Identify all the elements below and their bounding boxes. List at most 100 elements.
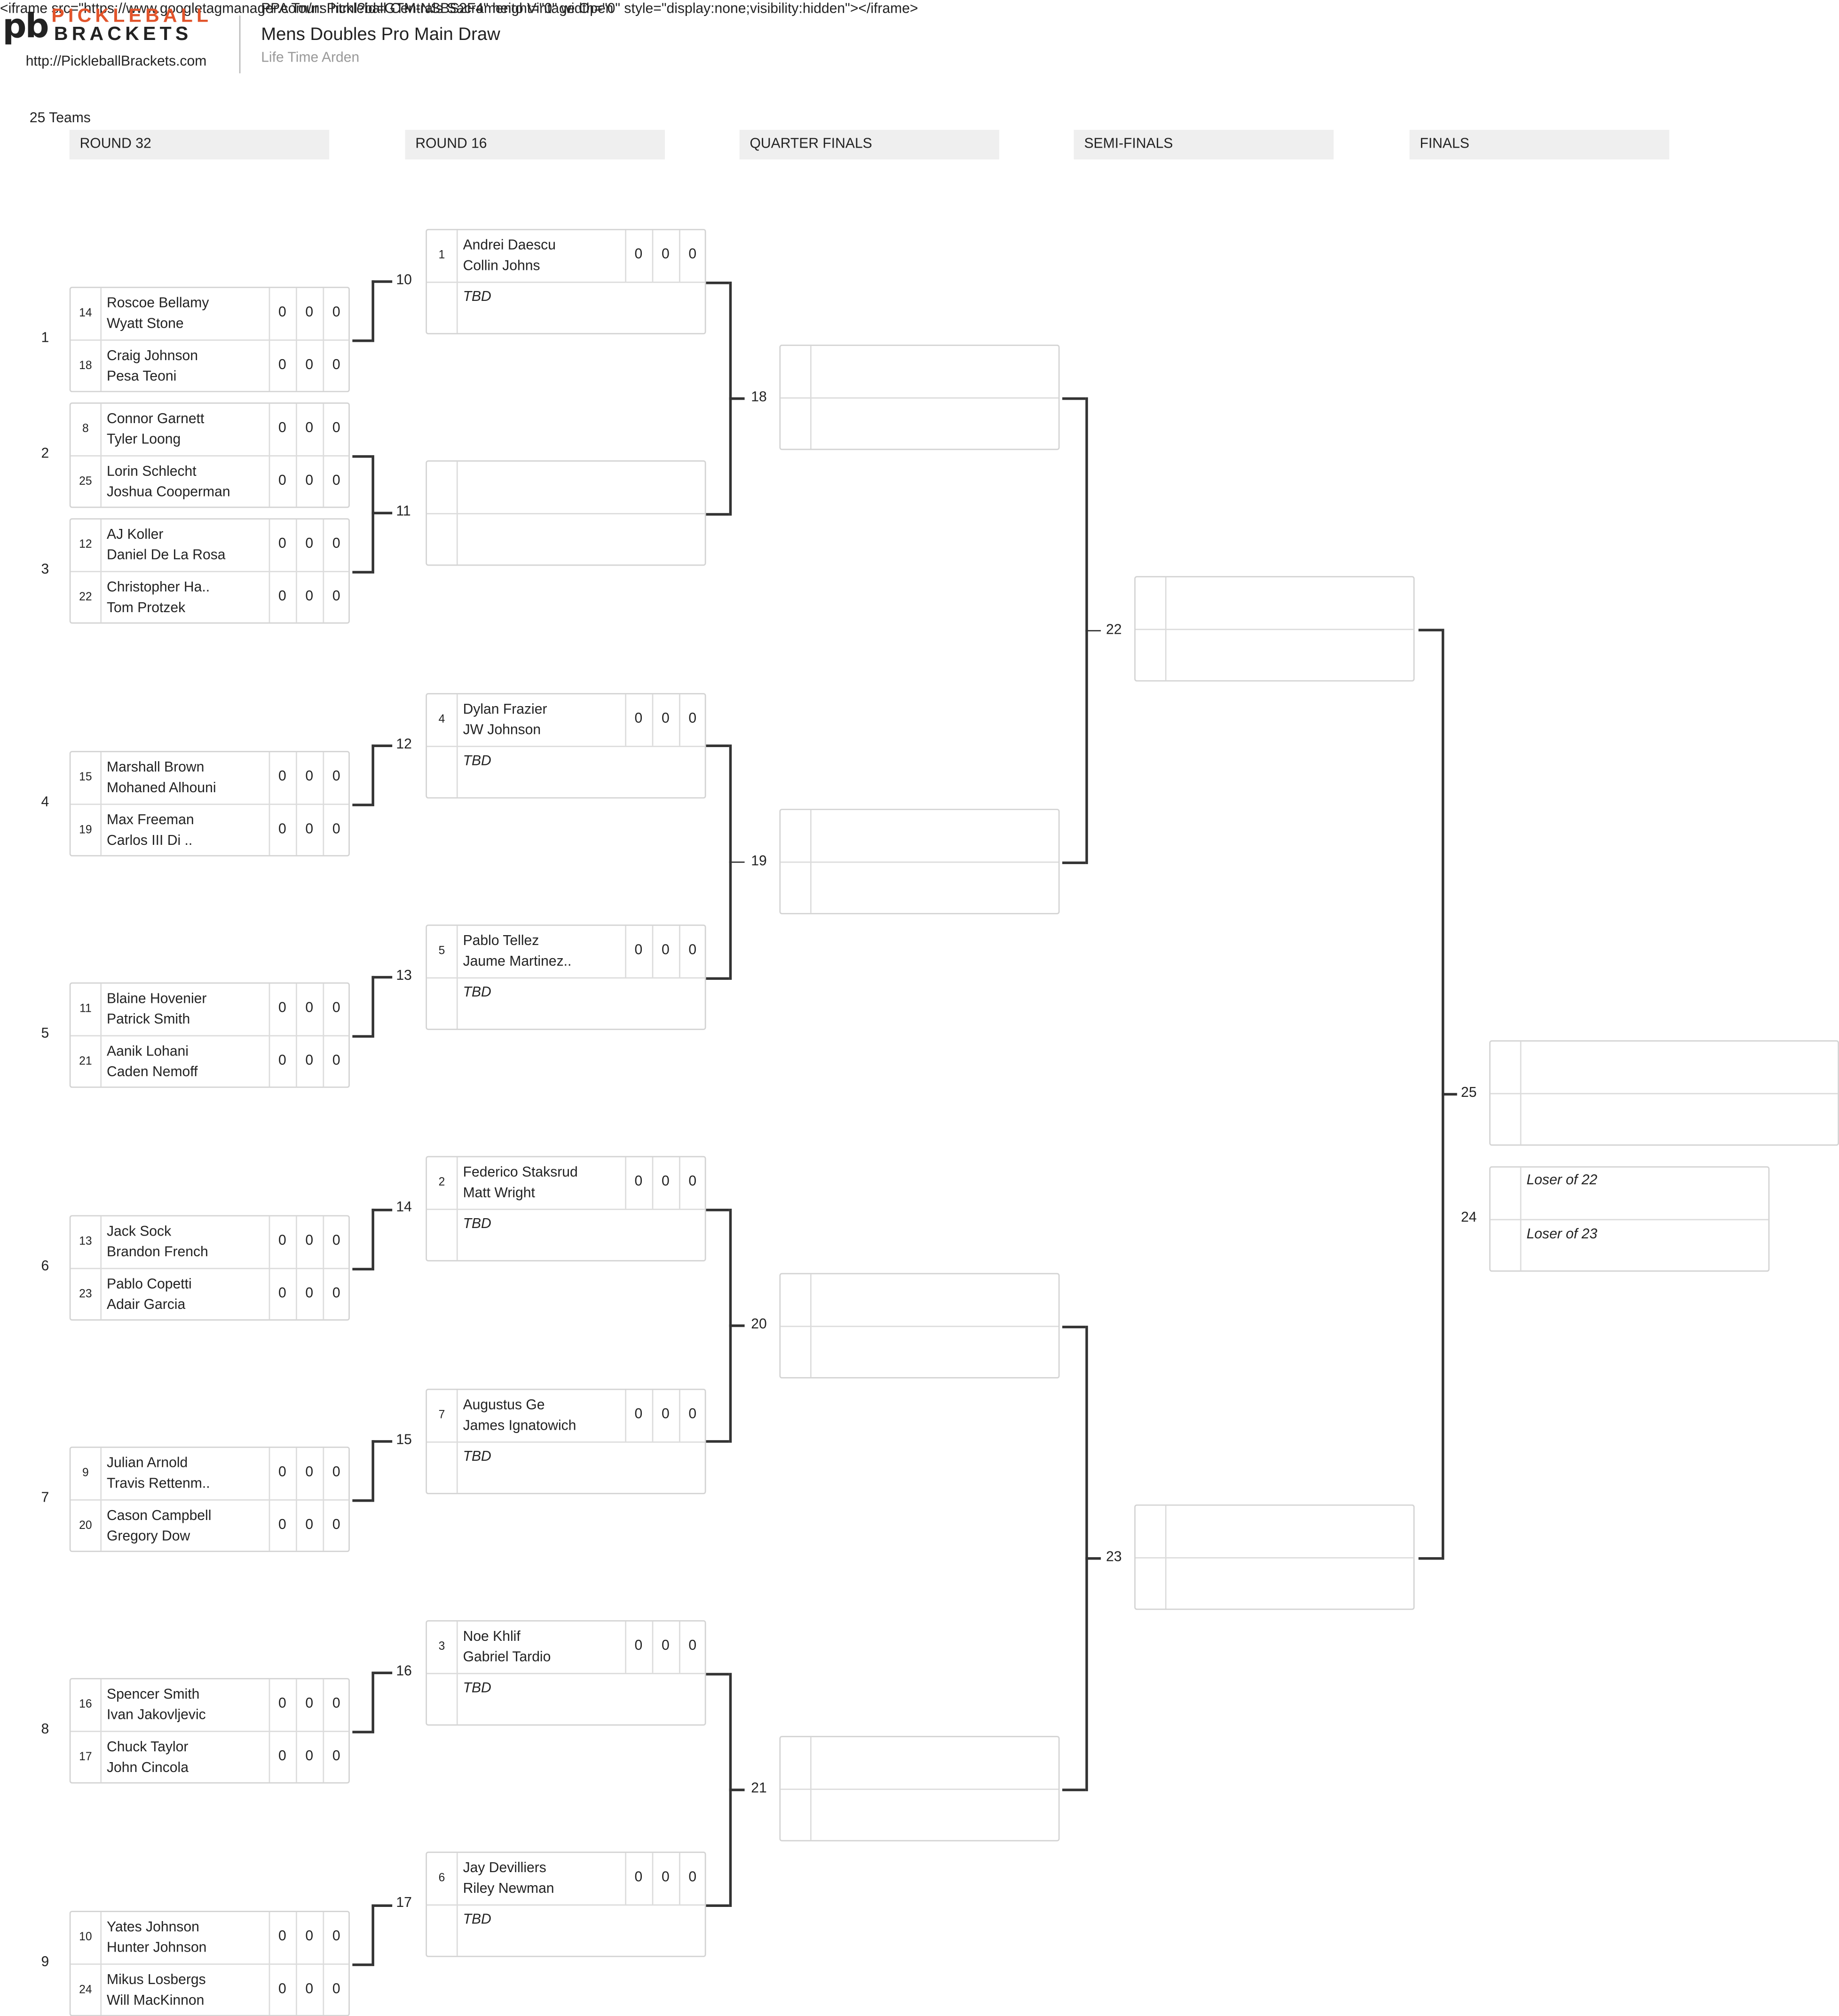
event-venue: Life Time Arden [261,50,360,66]
score-column-divider [652,1390,654,1441]
bracket-line [1062,1788,1086,1791]
seed-number: 2 [438,1175,445,1189]
seed-number: 8 [82,422,89,435]
player-name: Pesa Teoni [107,369,177,385]
game-score: 0 [305,305,314,321]
seed-column-divider [456,694,458,797]
score-column-divider [296,1448,297,1500]
seed-column-divider [456,461,458,565]
game-score: 0 [332,420,340,436]
game-score: 0 [634,1638,643,1654]
placeholder-team: TBD [463,1680,491,1696]
game-score: 0 [634,1407,643,1422]
player-name: Mikus Losbergs [107,1972,206,1988]
match-box[interactable] [1489,1040,1839,1146]
score-column-divider [323,1035,324,1087]
score-column-divider [323,455,324,507]
score-column-divider [625,230,626,282]
score-column-divider [679,1853,680,1905]
event-title: Mens Doubles Pro Main Draw [261,23,500,44]
match-box[interactable] [779,1273,1060,1378]
row-divider [427,1673,705,1674]
score-column-divider [323,752,324,804]
game-score: 0 [305,1748,314,1764]
site-url-link[interactable]: http://PickleballBrackets.com [25,54,207,70]
score-column-divider [296,519,297,571]
score-column-divider [323,519,324,571]
round-header-round-16: ROUND 16 [405,130,665,160]
bracket-line [371,455,374,573]
bracket-line [706,1440,729,1442]
round16-match-number: 17 [396,1895,412,1911]
score-column-divider [296,1268,297,1320]
seed-column-divider [100,1679,102,1782]
bracket-line [371,976,374,1037]
score-column-divider [323,1268,324,1320]
match-box[interactable] [426,460,706,566]
round-match-number: 18 [751,389,767,405]
bracket-line [371,1671,374,1733]
bracket-line [352,1731,372,1733]
bracket-line [371,1208,374,1270]
player-name: Pablo Tellez [463,933,539,949]
player-name: Jaume Martinez.. [463,954,572,970]
score-column-divider [323,1963,324,2015]
score-column-divider [268,1731,270,1782]
seed-column-divider [1165,577,1167,680]
match-box[interactable] [779,809,1060,914]
game-score: 0 [332,1517,340,1533]
match-box[interactable] [1134,576,1415,682]
match-box[interactable] [779,344,1060,450]
bracket-line [729,861,745,863]
bracket-line [706,1673,729,1675]
match-box[interactable] [779,1736,1060,1842]
seed-column-divider [100,752,102,855]
player-name: Christopher Ha.. [107,580,210,596]
seed-column-divider [456,926,458,1029]
bracket-line [352,339,372,342]
score-column-divider [296,752,297,804]
round32-match-number: 9 [41,1954,49,1970]
player-name: Marshall Brown [107,760,205,776]
score-column-divider [268,984,270,1035]
score-column-divider [268,1679,270,1731]
score-column-divider [296,1216,297,1268]
seed-column-divider [810,810,812,913]
game-score: 0 [305,1286,314,1301]
bracket-line [1085,629,1101,631]
game-score: 0 [688,1869,697,1885]
match-box[interactable] [1134,1504,1415,1610]
score-column-divider [268,403,270,456]
row-divider [71,339,349,341]
round-match-number: 25 [1460,1085,1477,1101]
game-score: 0 [278,589,286,605]
player-name: JW Johnson [463,723,541,738]
score-column-divider [296,571,297,622]
placeholder-team: Loser of 23 [1526,1227,1597,1243]
seed-column-divider [456,1621,458,1725]
row-divider [427,977,705,979]
event-banner-text: PPA Tour: Pickleball Centrals Sacramento… [261,1,614,17]
row-divider [427,1441,705,1443]
seed-number: 6 [438,1871,445,1884]
logo-line-1: PICKLEBALL [51,5,213,27]
game-score: 0 [688,711,697,727]
score-column-divider [296,1035,297,1087]
